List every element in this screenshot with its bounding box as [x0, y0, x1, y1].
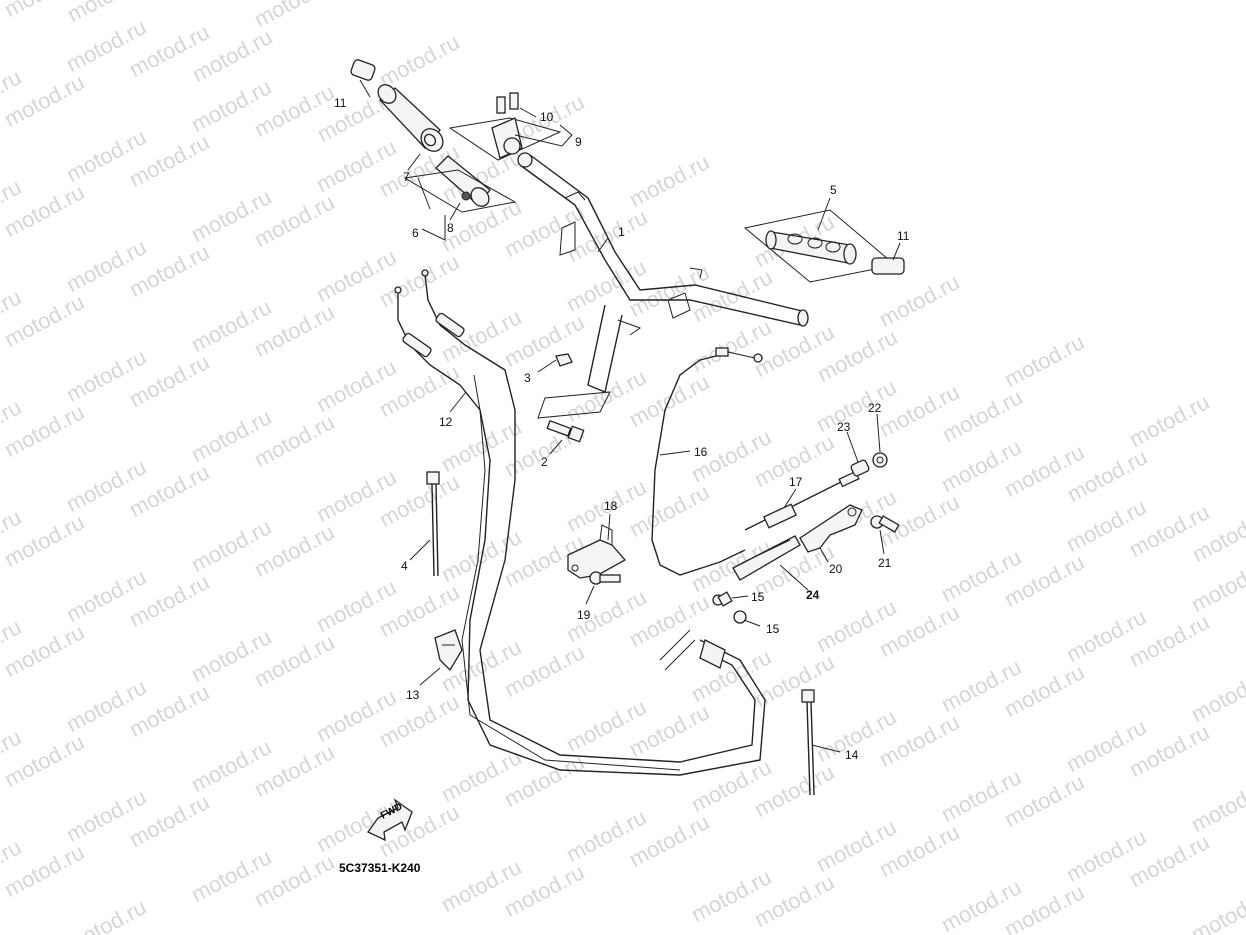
callout-15-upper: 15 [751, 590, 765, 604]
nut-3 [555, 353, 573, 367]
brake-cable [651, 347, 763, 576]
callout-16: 16 [694, 445, 708, 459]
bolt-2 [537, 391, 611, 443]
leader-lines [359, 79, 901, 753]
throttle-housing [448, 92, 562, 161]
callout-13: 13 [406, 688, 420, 702]
fwd-arrow [367, 798, 413, 842]
diagram-code: 5C37351-K240 [339, 861, 421, 875]
lever-20 [799, 504, 863, 553]
callout-3: 3 [524, 371, 531, 385]
callout-12: 12 [439, 415, 453, 429]
bracket-18 [567, 524, 627, 579]
left-grip [377, 84, 444, 152]
callout-1: 1 [618, 225, 625, 239]
cable-tie-4 [426, 471, 440, 577]
callout-18: 18 [604, 499, 618, 513]
callout-23: 23 [837, 420, 851, 434]
callout-24: 24 [806, 588, 820, 602]
callout-9: 9 [575, 135, 582, 149]
handlebar-holder [587, 304, 642, 393]
throttle-cables [394, 269, 766, 776]
callout-22: 22 [868, 401, 882, 415]
callout-4: 4 [401, 559, 408, 573]
bar-end-right [871, 257, 905, 275]
throttle-sleeve [403, 155, 517, 213]
handlebar [517, 152, 809, 327]
clamp-13 [434, 629, 463, 672]
callout-21: 21 [878, 556, 892, 570]
collar-23 [850, 459, 870, 477]
callout-7: 7 [403, 170, 410, 184]
callout-5: 5 [830, 183, 837, 197]
callout-20: 20 [829, 562, 843, 576]
callout-19: 19 [577, 608, 591, 622]
callout-8: 8 [447, 221, 454, 235]
nut-22 [872, 452, 888, 468]
callout-11-right: 11 [897, 229, 910, 243]
adjuster-17 [744, 470, 860, 531]
bar-end-left [350, 59, 376, 81]
callout-11-left: 11 [334, 96, 347, 110]
callout-2: 2 [541, 455, 548, 469]
callout-17: 17 [789, 475, 803, 489]
bolt-21 [870, 515, 900, 533]
screws-15 [712, 591, 747, 624]
callout-10: 10 [540, 110, 554, 124]
callout-14: 14 [845, 748, 859, 762]
callout-6: 6 [412, 226, 419, 240]
bolt-19 [589, 571, 621, 585]
cable-tie-14 [801, 689, 815, 796]
boot-24 [732, 535, 801, 581]
callout-15-lower: 15 [766, 622, 780, 636]
